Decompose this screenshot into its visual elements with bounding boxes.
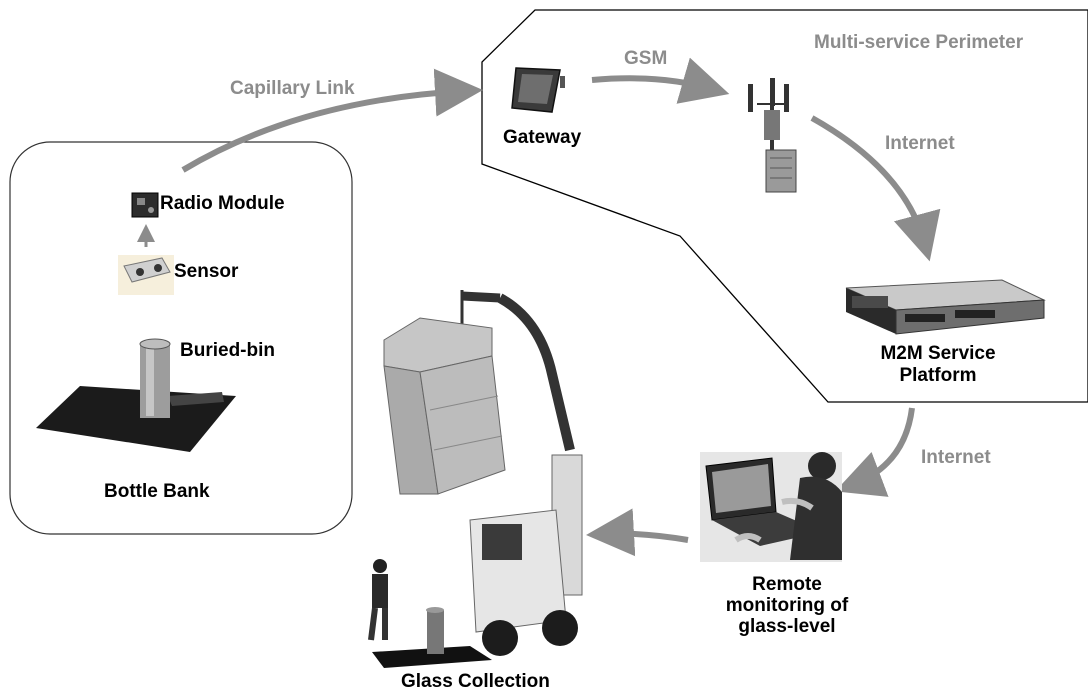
buried-bin-label: Buried-bin — [180, 340, 275, 361]
m2m-service-platform-label: M2M Service Platform — [850, 343, 1026, 387]
collection-bin-icon — [372, 607, 492, 668]
cell-tower-icon — [748, 78, 797, 193]
gsm-arrow — [591, 57, 730, 104]
laptop-user-icon — [700, 452, 842, 562]
worker-icon — [368, 559, 388, 641]
remote-label-line2: monitoring of — [725, 595, 849, 616]
internet-to-platform-arrow — [810, 115, 941, 262]
multi-service-perimeter-label: Multi-service Perimeter — [814, 32, 1024, 53]
sensor-label: Sensor — [174, 261, 239, 282]
bottle-bank-label: Bottle Bank — [104, 481, 210, 502]
capillary-link-arrow — [181, 68, 483, 173]
radio-module-icon — [131, 192, 159, 218]
remote-label-line1: Remote — [752, 574, 822, 595]
m2m-label-line1: M2M Service — [880, 343, 996, 364]
radio-module-label: Radio Module — [160, 193, 285, 214]
remote-monitoring-label: Remote monitoring of glass-level — [712, 574, 862, 637]
monitoring-to-collection-arrow — [586, 508, 689, 557]
gateway-label: Gateway — [503, 127, 582, 148]
buried-bin-icon — [36, 338, 236, 452]
internet-bottom-label: Internet — [921, 447, 991, 468]
glass-collection-label: Glass Collection — [401, 671, 550, 692]
capillary-link-label: Capillary Link — [230, 78, 355, 99]
gateway-icon — [511, 67, 565, 113]
sensor-icon — [118, 255, 174, 295]
gsm-label: GSM — [624, 48, 668, 69]
internet-top-label: Internet — [885, 133, 955, 154]
crane-truck-icon — [383, 290, 583, 656]
bottle-bank-box — [9, 141, 353, 535]
m2m-label-line2: Platform — [899, 365, 977, 386]
server-icon — [845, 279, 1046, 335]
remote-label-line3: glass-level — [738, 616, 836, 637]
internet-to-monitoring-arrow — [835, 407, 915, 497]
